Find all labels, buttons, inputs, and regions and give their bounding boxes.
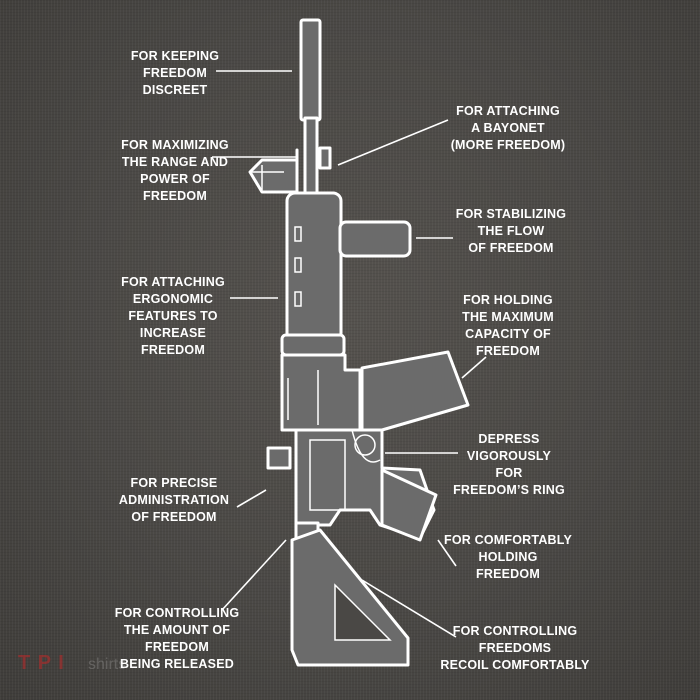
- trigger-guard: [351, 429, 381, 463]
- barrel: [303, 116, 319, 200]
- rifle-details: [252, 165, 392, 641]
- upper-receiver: [280, 353, 362, 432]
- bayonet-lug: [318, 146, 332, 170]
- stock-cutout: [334, 583, 392, 641]
- magazine: [360, 350, 470, 432]
- rear-sight: [266, 446, 292, 470]
- foregrip: [338, 220, 412, 258]
- delta-ring: [280, 333, 346, 357]
- trigger: [354, 434, 376, 456]
- watermark-text: shirts: [88, 656, 127, 673]
- flash-hider: [299, 18, 322, 122]
- rifle-silhouette: [248, 18, 470, 667]
- pistol-grip: [380, 468, 438, 542]
- watermark-logo: T P I: [18, 652, 65, 674]
- callout-lines: [212, 70, 487, 638]
